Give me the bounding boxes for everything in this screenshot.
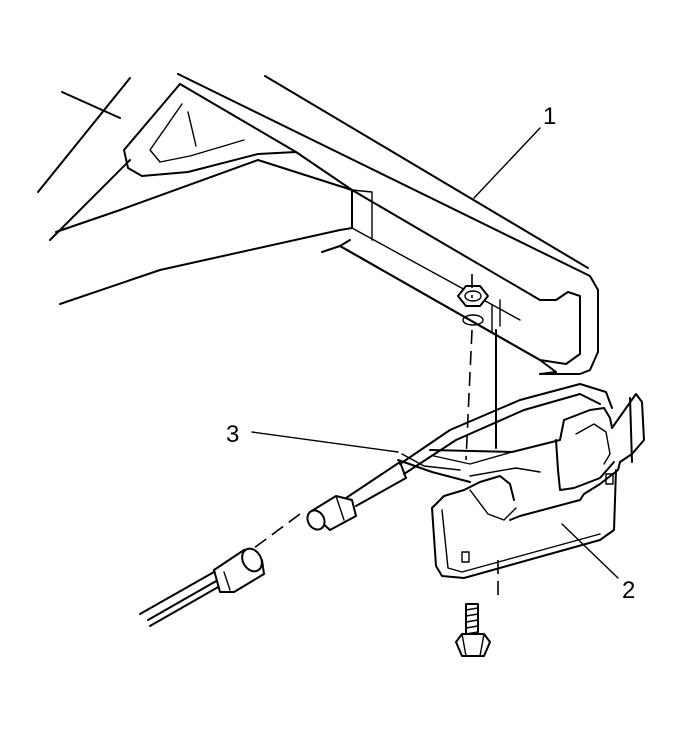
nut-fastener: [457, 285, 501, 333]
parking-brake-cable: [306, 383, 613, 531]
cable-bracket: [429, 393, 645, 579]
callout-label-3: 3: [226, 421, 239, 448]
callout-label-1: 1: [543, 103, 556, 130]
callout-label-2: 2: [622, 577, 635, 604]
alignment-lines: [253, 274, 499, 600]
mating-cable-end: [139, 547, 265, 627]
leader-lines: [251, 127, 619, 579]
frame-crossmember: [37, 73, 599, 375]
mounting-bolt: [455, 603, 491, 657]
